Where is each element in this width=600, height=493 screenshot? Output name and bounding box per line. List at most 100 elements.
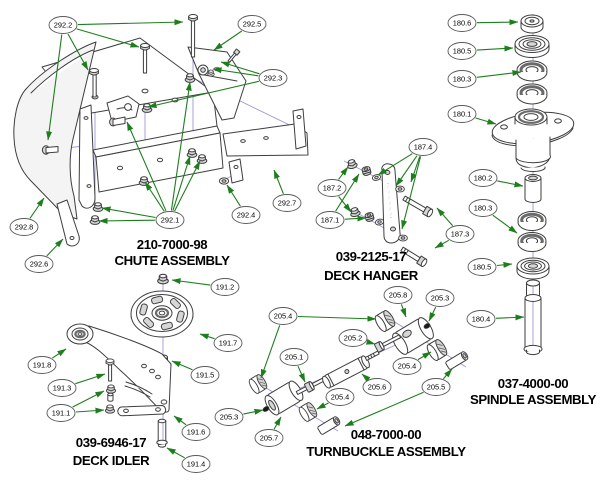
leader-arrow	[395, 155, 418, 187]
callout-292.4: 292.4	[226, 184, 261, 224]
leader-arrow	[72, 390, 105, 408]
callout-label: 180.4	[472, 315, 491, 324]
callout-label: 191.7	[219, 339, 238, 348]
deck-hanger-art	[343, 158, 434, 267]
leader-arrow	[361, 373, 371, 382]
callout-205.7: 205.7	[254, 416, 284, 447]
callout-label: 292.2	[54, 21, 73, 30]
leader-arrow	[273, 416, 282, 430]
callout-187.4: 187.4	[377, 138, 438, 230]
leader-arrow	[476, 19, 519, 26]
callout-191.4: 191.4	[166, 447, 211, 473]
leader-arrow	[335, 173, 360, 212]
leader-arrow	[46, 238, 64, 257]
callout-bubble	[467, 258, 497, 276]
callout-bubble	[258, 69, 288, 87]
assembly-name: SPINDLE ASSEMBLY	[470, 392, 597, 407]
callout-bubble	[231, 206, 261, 224]
assembly-part-number: 039-6946-17	[76, 435, 146, 450]
leader-arrow	[144, 181, 165, 212]
callout-label: 292.3	[264, 74, 283, 83]
callout-label: 205.3	[220, 413, 239, 422]
leader-arrow	[101, 206, 156, 219]
leader-arrow	[476, 45, 514, 52]
assembly-part-number: 210-7000-98	[137, 237, 207, 252]
callout-bubble	[181, 455, 211, 473]
leader-arrow	[199, 333, 215, 340]
callout-292.1: 292.1	[98, 81, 201, 229]
callout-bubble	[447, 70, 477, 88]
callout-191.2: 191.2	[171, 278, 240, 296]
callout-label: 180.3	[453, 75, 472, 84]
leader-arrow	[170, 81, 192, 211]
callout-bubble	[190, 366, 220, 384]
callout-bubble	[268, 307, 298, 325]
callout-180.6: 180.6	[447, 14, 519, 32]
chute-assembly-art	[13, 14, 309, 247]
callout-191.3: 191.3	[47, 373, 106, 397]
callout-bubble	[213, 334, 243, 352]
callout-label: 205.4	[331, 393, 350, 402]
leader-arrow	[344, 215, 367, 222]
callout-bubble	[210, 278, 240, 296]
callout-bubble	[46, 404, 76, 422]
callout-205.2: 205.2	[338, 329, 376, 347]
leader-arrow	[410, 156, 421, 183]
callout-bubble	[421, 378, 451, 396]
callout-label: 205.3	[431, 294, 450, 303]
leader-arrow	[171, 360, 193, 371]
callout-bubble	[272, 194, 302, 212]
callout-205.1: 205.1	[279, 348, 309, 383]
assembly-part-number: 037-4000-00	[498, 376, 568, 391]
assembly-name: TURNBUCKLE ASSEMBLY	[306, 444, 466, 459]
leader-arrow	[67, 33, 89, 71]
leader-arrow	[220, 61, 260, 75]
callout-bubble	[447, 14, 477, 32]
assembly-titles: 210-7000-98 CHUTE ASSEMBLY 039-2125-17 D…	[73, 237, 597, 468]
callout-187.2: 187.2	[317, 166, 352, 213]
leader-arrow	[417, 351, 432, 361]
leader-arrow	[51, 348, 67, 359]
callout-label: 205.4	[274, 312, 293, 321]
callout-180.4: 180.4	[466, 310, 525, 328]
callout-label: 205.1	[285, 353, 304, 362]
callout-label: 292.5	[243, 20, 262, 29]
leader-arrow	[344, 391, 424, 427]
callout-191.5: 191.5	[171, 360, 220, 384]
callout-bubble	[279, 348, 309, 366]
leader-arrow	[243, 408, 264, 415]
leader-arrow	[442, 368, 453, 380]
leader-arrow	[75, 373, 106, 385]
callout-205.4: 205.4	[316, 388, 355, 410]
leader-arrow	[338, 196, 352, 213]
leader-arrow	[226, 184, 241, 207]
leader-arrow	[172, 155, 191, 211]
leader-arrow	[297, 365, 306, 383]
leader-arrow	[126, 121, 167, 212]
callout-label: 187.4	[414, 143, 433, 152]
callout-label: 292.4	[237, 211, 256, 220]
callout-label: 292.8	[15, 223, 34, 232]
leader-arrow	[174, 160, 201, 212]
callout-label: 205.7	[260, 434, 279, 443]
callout-label: 191.3	[53, 384, 72, 393]
leader-arrow	[212, 67, 259, 77]
callout-bubble	[237, 15, 267, 33]
callout-205.4: 205.4	[392, 351, 432, 375]
leader-arrow	[29, 197, 45, 219]
callout-292.2: 292.2	[46, 16, 184, 141]
turnbuckle-assembly-art	[246, 308, 469, 435]
callout-187.1: 187.1	[315, 173, 367, 229]
leader-arrow	[496, 261, 513, 268]
callout-label: 187.2	[323, 184, 342, 193]
leader-arrow	[434, 239, 450, 249]
leader-arrow	[76, 28, 140, 48]
callout-191.6: 191.6	[173, 415, 211, 441]
leader-arrow	[75, 407, 105, 414]
callout-bubble	[466, 310, 496, 328]
callout-bubble	[9, 218, 39, 236]
assembly-part-number: 048-7000-00	[351, 427, 421, 442]
callout-bubble	[468, 199, 498, 217]
leader-arrow	[171, 278, 211, 286]
